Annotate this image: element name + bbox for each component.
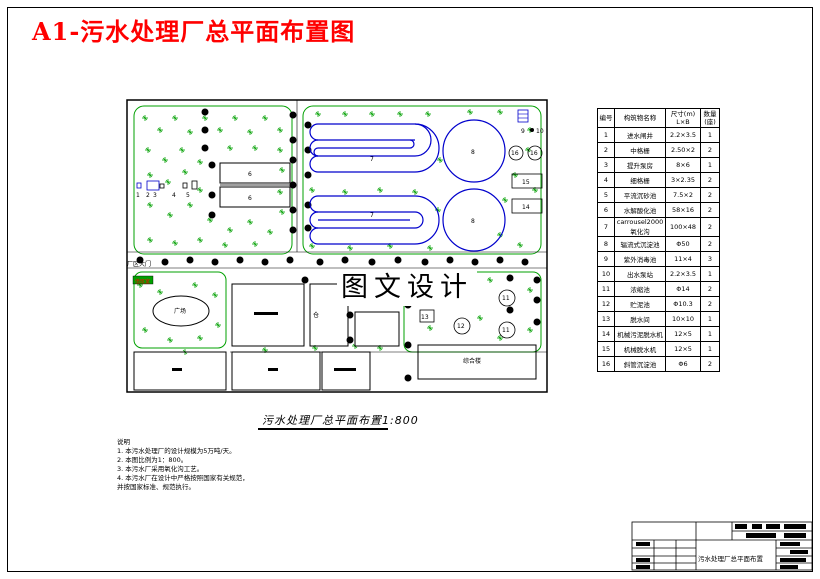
notes-line: 并按国家标准、规范执行。	[117, 483, 195, 491]
label-16a: 16	[511, 150, 519, 157]
hydrolysis-tank-b	[219, 186, 291, 208]
guard-label: 值班室	[135, 278, 150, 285]
label-6a: 6	[248, 171, 252, 178]
site-boundary	[126, 99, 548, 393]
complex-building	[417, 344, 537, 380]
label-14: 14	[522, 204, 530, 211]
drawing-frame	[7, 7, 813, 572]
legend-quantity: 2	[700, 356, 720, 372]
legend-size: Φ6	[665, 356, 701, 372]
thickener-a	[498, 289, 516, 307]
dewatering-15	[511, 173, 543, 189]
tank-16b	[527, 145, 543, 161]
notes-heading: 说明	[117, 438, 130, 446]
fine-screen	[182, 182, 188, 189]
label-8b: 8	[471, 218, 475, 225]
watermark: 图文设计	[337, 270, 477, 306]
green-zone-east	[302, 105, 542, 255]
building-lower-2	[231, 351, 321, 391]
label-4: 4	[172, 192, 176, 199]
title-block-drawing-name: 污水处理厂总平面布置	[698, 555, 763, 563]
label-9: 9	[521, 128, 525, 135]
hydrolysis-tank-a	[219, 162, 291, 184]
label-3: 3	[153, 192, 157, 199]
clarifier-b	[442, 188, 506, 252]
label-15: 15	[522, 179, 530, 186]
building-lower-1	[133, 351, 227, 391]
uv-disinfection	[517, 109, 529, 123]
oxidation-ditch-b	[309, 195, 440, 245]
pump-house	[159, 183, 165, 189]
label-11a: 11	[502, 295, 510, 302]
plaza	[152, 295, 210, 327]
notes-line: 2. 本图比例为1：800。	[117, 456, 188, 464]
office-building	[231, 283, 305, 347]
label-5: 5	[186, 192, 190, 199]
green-zone-west	[133, 105, 293, 255]
clarifier-a	[442, 119, 506, 183]
notes-line: 1. 本污水处理厂的设计规模为5万吨/天。	[117, 447, 236, 455]
label-2: 2	[146, 192, 150, 199]
workshop	[354, 311, 400, 347]
label-1: 1	[136, 192, 140, 199]
sludge-tank	[453, 317, 471, 335]
gate-label: 厂区大门	[127, 260, 151, 268]
dewatering-14	[511, 198, 543, 214]
label-12: 12	[457, 323, 465, 330]
label-11b: 11	[502, 327, 510, 334]
tank-16a	[508, 145, 524, 161]
legend-header-row: 编号 构筑物名称 尺寸(m) L×B 数量 (座)	[597, 108, 720, 128]
label-16b: 16	[530, 150, 538, 157]
page-title: A1-污水处理厂总平面布置图	[32, 17, 356, 46]
plan-caption: 污水处理厂总平面布置1:800	[262, 414, 419, 427]
label-8a: 8	[471, 149, 475, 156]
oxidation-ditch-a	[309, 123, 440, 173]
label-7a: 7	[370, 156, 374, 163]
green-zone-plaza	[133, 271, 227, 349]
thickener-b	[498, 321, 516, 339]
warehouse	[309, 283, 349, 347]
label-13: 13	[421, 314, 429, 321]
label-6b: 6	[248, 195, 252, 202]
notes-line: 4. 本污水厂在设计中严格按照国家有关规范，	[117, 474, 249, 482]
label-7b: 7	[370, 212, 374, 219]
plaza-label: 广场	[174, 307, 186, 315]
inlet-well	[136, 182, 142, 189]
grit-chamber	[191, 180, 198, 190]
label-10: 10	[536, 128, 544, 135]
design-notes: 说明 1. 本污水处理厂的设计规模为5万吨/天。 2. 本图比例为1：800。 …	[117, 438, 249, 492]
notes-line: 3. 本污水厂采用氧化沟工艺。	[117, 465, 204, 473]
coarse-screen	[146, 180, 160, 191]
caption-underline	[258, 428, 388, 430]
warehouse-label: 仓	[313, 311, 319, 319]
building-lower-3	[321, 351, 371, 391]
guard-room	[132, 275, 154, 285]
complex-label: 综合楼	[463, 357, 481, 365]
dewatering-house	[419, 309, 435, 323]
